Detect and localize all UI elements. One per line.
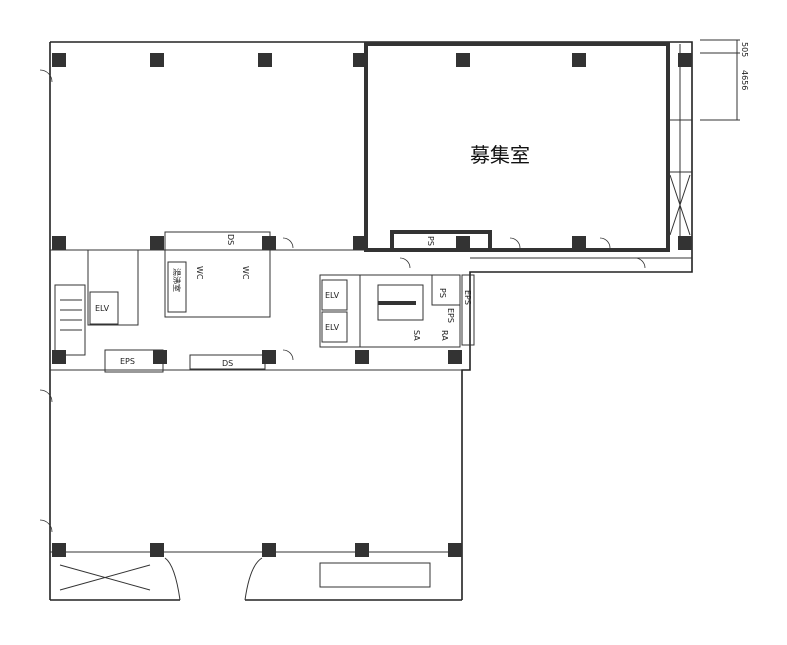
structural-columns	[52, 53, 692, 557]
dimension-lines: 505 4656	[700, 39, 749, 121]
wc-label: WC	[195, 266, 204, 280]
outer-walls	[49, 41, 693, 601]
recruitment-room[interactable]: 募集室	[364, 42, 670, 252]
core-east: ELV ELV PS EPS EPS SA RA PS	[319, 236, 475, 348]
dimension-4656: 4656	[740, 70, 749, 90]
right-strip	[470, 44, 692, 259]
core-west: ELV EPS 湯沸室 WC WC DS DS	[54, 231, 271, 373]
ps-label: PS	[426, 236, 435, 246]
elv-label: ELV	[325, 291, 340, 300]
room-label: 募集室	[470, 143, 530, 167]
ra-label: RA	[440, 330, 449, 341]
dimension-505: 505	[740, 42, 749, 57]
elv-label: ELV	[95, 304, 110, 313]
elv-label: ELV	[325, 323, 340, 332]
ds-label: DS	[222, 359, 233, 368]
wc-label: WC	[241, 266, 250, 280]
doors	[39, 69, 646, 533]
eps-label: EPS	[463, 290, 472, 305]
ds-label: DS	[226, 234, 235, 245]
sa-label: SA	[412, 330, 421, 341]
eps-label: EPS	[446, 308, 455, 323]
ps-label: PS	[438, 288, 447, 298]
eps-label: EPS	[120, 357, 135, 366]
kitchen-label: 湯沸室	[172, 268, 182, 292]
